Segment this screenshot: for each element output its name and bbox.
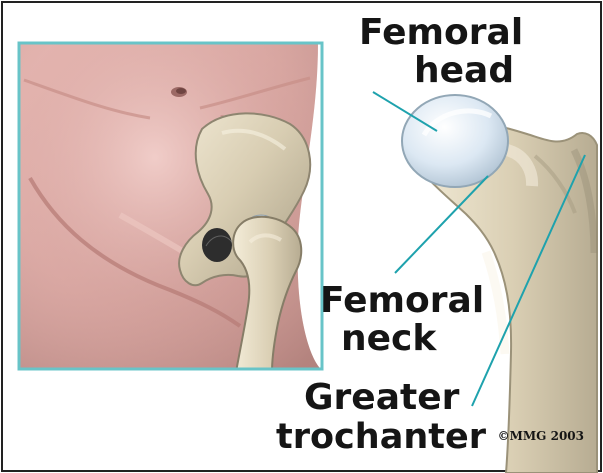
greater-trochanter-label-line-2: trochanter [276,417,487,457]
copyright-label: ©MMG 2003 [498,429,584,443]
femoral-head-label-line-2: head [414,50,514,91]
femoral-head [402,95,508,187]
greater-trochanter-label-line-1: Greater [304,377,460,418]
femoral-head-label-line-1: Femoral [359,12,523,53]
femoral-neck-label-line-1: Femoral [320,280,484,321]
body-inset-illustration [18,43,322,372]
femoral-neck-label-line-2: neck [341,318,437,359]
